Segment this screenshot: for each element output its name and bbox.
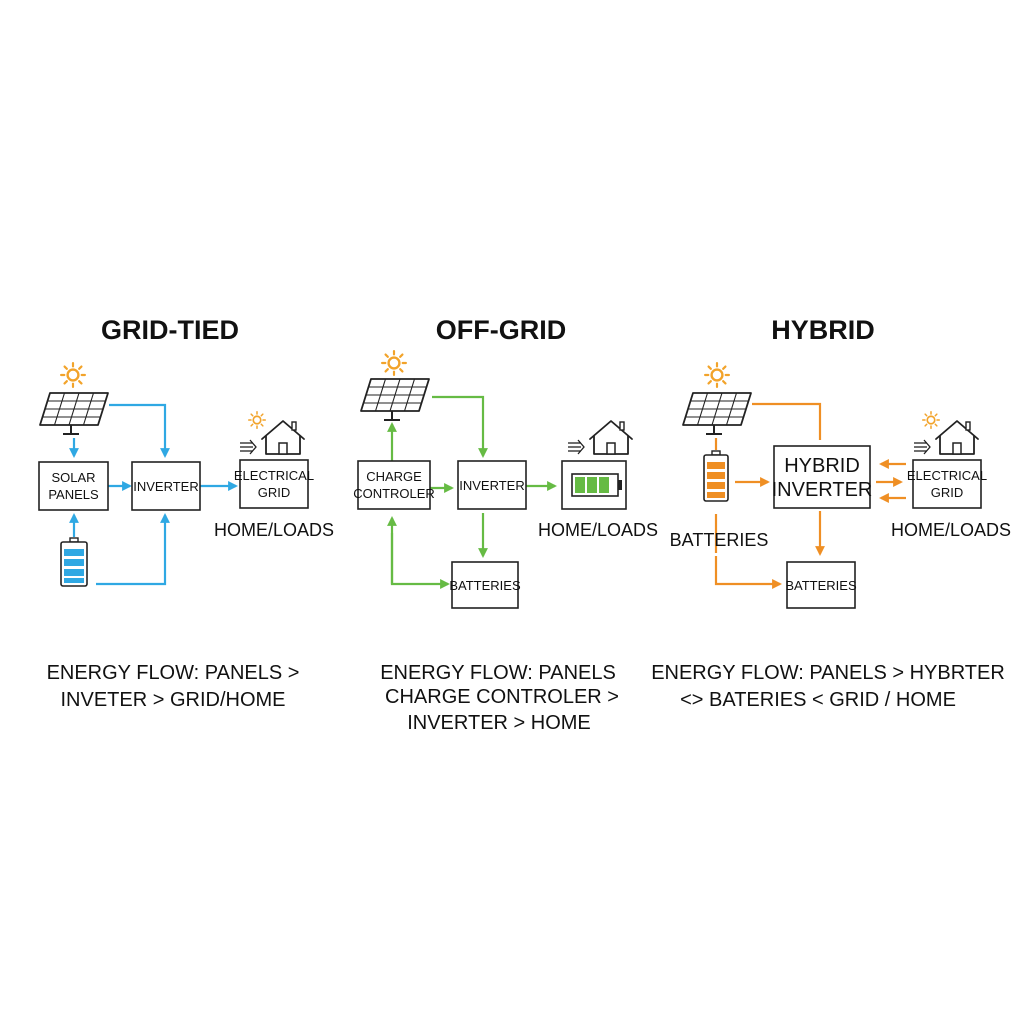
charge-controller-box: CHARGE CONTROLER <box>353 460 435 510</box>
inverter-box: INVERTER <box>131 461 201 511</box>
sun-icon <box>248 411 266 429</box>
sun-icon <box>381 350 407 376</box>
energy-flow-text: ENERGY FLOW: PANELS > HYBRTER <box>651 662 1005 684</box>
electrical-grid-label: ELECTRICAL <box>234 468 314 483</box>
solar-panels-label: PANELS <box>48 487 99 502</box>
hybrid-inverter-label: HYBRID <box>784 455 860 477</box>
solar-panels-label: SOLAR <box>51 470 95 485</box>
hybrid-title: HYBRID <box>771 315 875 345</box>
charge-controller-label: CHARGE <box>366 469 422 484</box>
batteries-box: BATTERIES <box>785 561 857 609</box>
sun-icon <box>60 362 86 388</box>
battery-icon <box>703 450 729 502</box>
sun-icon <box>922 411 940 429</box>
solar-panel-icon <box>682 392 752 435</box>
sun-icon <box>704 362 730 388</box>
energy-flow-text: ENERGY FLOW: PANELS <box>380 662 616 684</box>
off-grid-title: OFF-GRID <box>436 315 566 345</box>
energy-flow-text: <> BATERIES < GRID / HOME <box>680 689 956 711</box>
energy-flow-text: INVERTER > HOME <box>407 712 591 734</box>
grid-tied-title: GRID-TIED <box>101 315 239 345</box>
batteries-label: BATTERIES <box>449 578 521 593</box>
inverter-label: INVERTER <box>133 479 199 494</box>
energy-flow-text: CHARGE CONTROLER > <box>385 686 619 708</box>
battery-icon <box>60 537 88 587</box>
electrical-grid-label: ELECTRICAL <box>907 468 987 483</box>
battery-icon <box>561 460 627 510</box>
hybrid-section: HYBRID BATTERIES HYBRID <box>651 315 1011 711</box>
hybrid-inverter-box: HYBRID INVERTER <box>772 445 873 509</box>
house-icon <box>239 420 305 455</box>
energy-flow-text: ENERGY FLOW: PANELS > <box>47 662 300 684</box>
electrical-grid-box: ELECTRICAL GRID <box>234 459 314 509</box>
inverter-label: INVERTER <box>459 478 525 493</box>
electrical-grid-box: ELECTRICAL GRID <box>907 459 987 509</box>
house-icon <box>913 420 979 455</box>
electrical-grid-label: GRID <box>258 485 291 500</box>
home-loads-label: HOME/LOADS <box>538 520 658 540</box>
energy-flow-text: INVETER > GRID/HOME <box>60 689 285 711</box>
house-icon <box>567 420 633 455</box>
batteries-caption: BATTERIES <box>670 530 769 550</box>
home-loads-label: HOME/LOADS <box>214 520 334 540</box>
solar-panels-box: SOLAR PANELS <box>38 461 109 511</box>
batteries-label: BATTERIES <box>785 578 857 593</box>
hybrid-inverter-label: INVERTER <box>772 479 873 501</box>
home-loads-label: HOME/LOADS <box>891 520 1011 540</box>
solar-panel-icon <box>39 392 109 435</box>
inverter-box: INVERTER <box>457 460 527 510</box>
electrical-grid-label: GRID <box>931 485 964 500</box>
batteries-box: BATTERIES <box>449 561 521 609</box>
off-grid-section: OFF-GRID CHARGE CONTROLER INVERTER <box>353 315 658 734</box>
solar-panel-icon <box>359 377 431 422</box>
grid-tied-section: GRID-TIED SOLAR PANELS INVERTER ELECTRIC… <box>38 315 334 711</box>
charge-controller-label: CONTROLER <box>353 486 435 501</box>
